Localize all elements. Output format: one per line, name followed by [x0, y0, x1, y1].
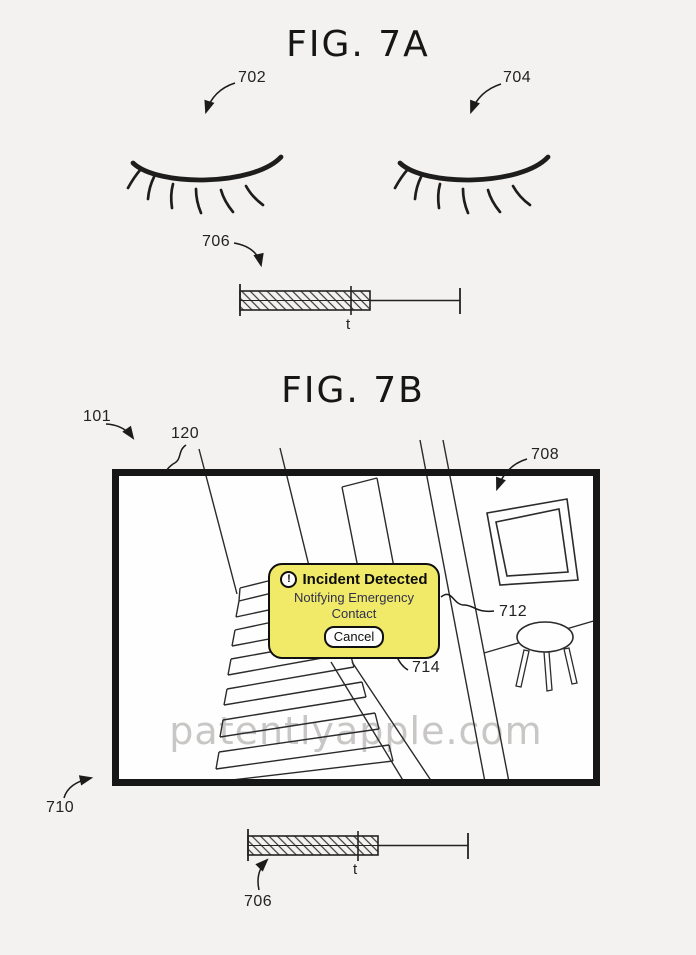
incident-alert-dialog: ! Incident Detected Notifying Emergency …	[268, 563, 440, 659]
ref-714-cancel: 714	[412, 659, 441, 676]
alert-title-row: ! Incident Detected	[270, 571, 438, 588]
scene-stool	[515, 621, 578, 692]
fig7b-time-axis-label: t	[353, 861, 358, 878]
fig7a-leader-arrows	[204, 82, 502, 268]
alert-message-line1: Notifying Emergency	[294, 590, 414, 605]
fig7a-right-eye	[393, 154, 551, 215]
ref-120-display: 120	[171, 425, 200, 442]
ref-712-alert: 712	[499, 603, 528, 620]
exclamation-icon: !	[280, 571, 298, 588]
ref-702-left-eye: 702	[238, 69, 267, 86]
fig7b-timeline	[247, 829, 469, 861]
fig7b-leader-arrows	[63, 423, 528, 891]
scene-picture-frame	[486, 498, 579, 586]
ref-710-video-frame: 710	[46, 799, 75, 816]
fig7a-title: FIG. 7A	[286, 24, 430, 65]
fig7b-title: FIG. 7B	[281, 370, 425, 411]
cancel-button[interactable]: Cancel	[323, 626, 385, 648]
fig7a-left-eye	[126, 154, 284, 215]
alert-message: Notifying Emergency Contact	[270, 590, 438, 622]
alert-message-line2: Contact	[331, 606, 377, 621]
device-frame-border	[112, 469, 600, 786]
fig7a-timeline	[239, 284, 461, 316]
alert-title: Incident Detected	[302, 571, 428, 588]
ref-708-scene: 708	[531, 446, 560, 463]
ref-706-timeline-top: 706	[202, 233, 231, 250]
ref-706-timeline-bottom: 706	[244, 893, 273, 910]
ref-101-device: 101	[83, 408, 112, 425]
fig7a-time-axis-label: t	[346, 316, 351, 333]
ref-704-right-eye: 704	[503, 69, 532, 86]
